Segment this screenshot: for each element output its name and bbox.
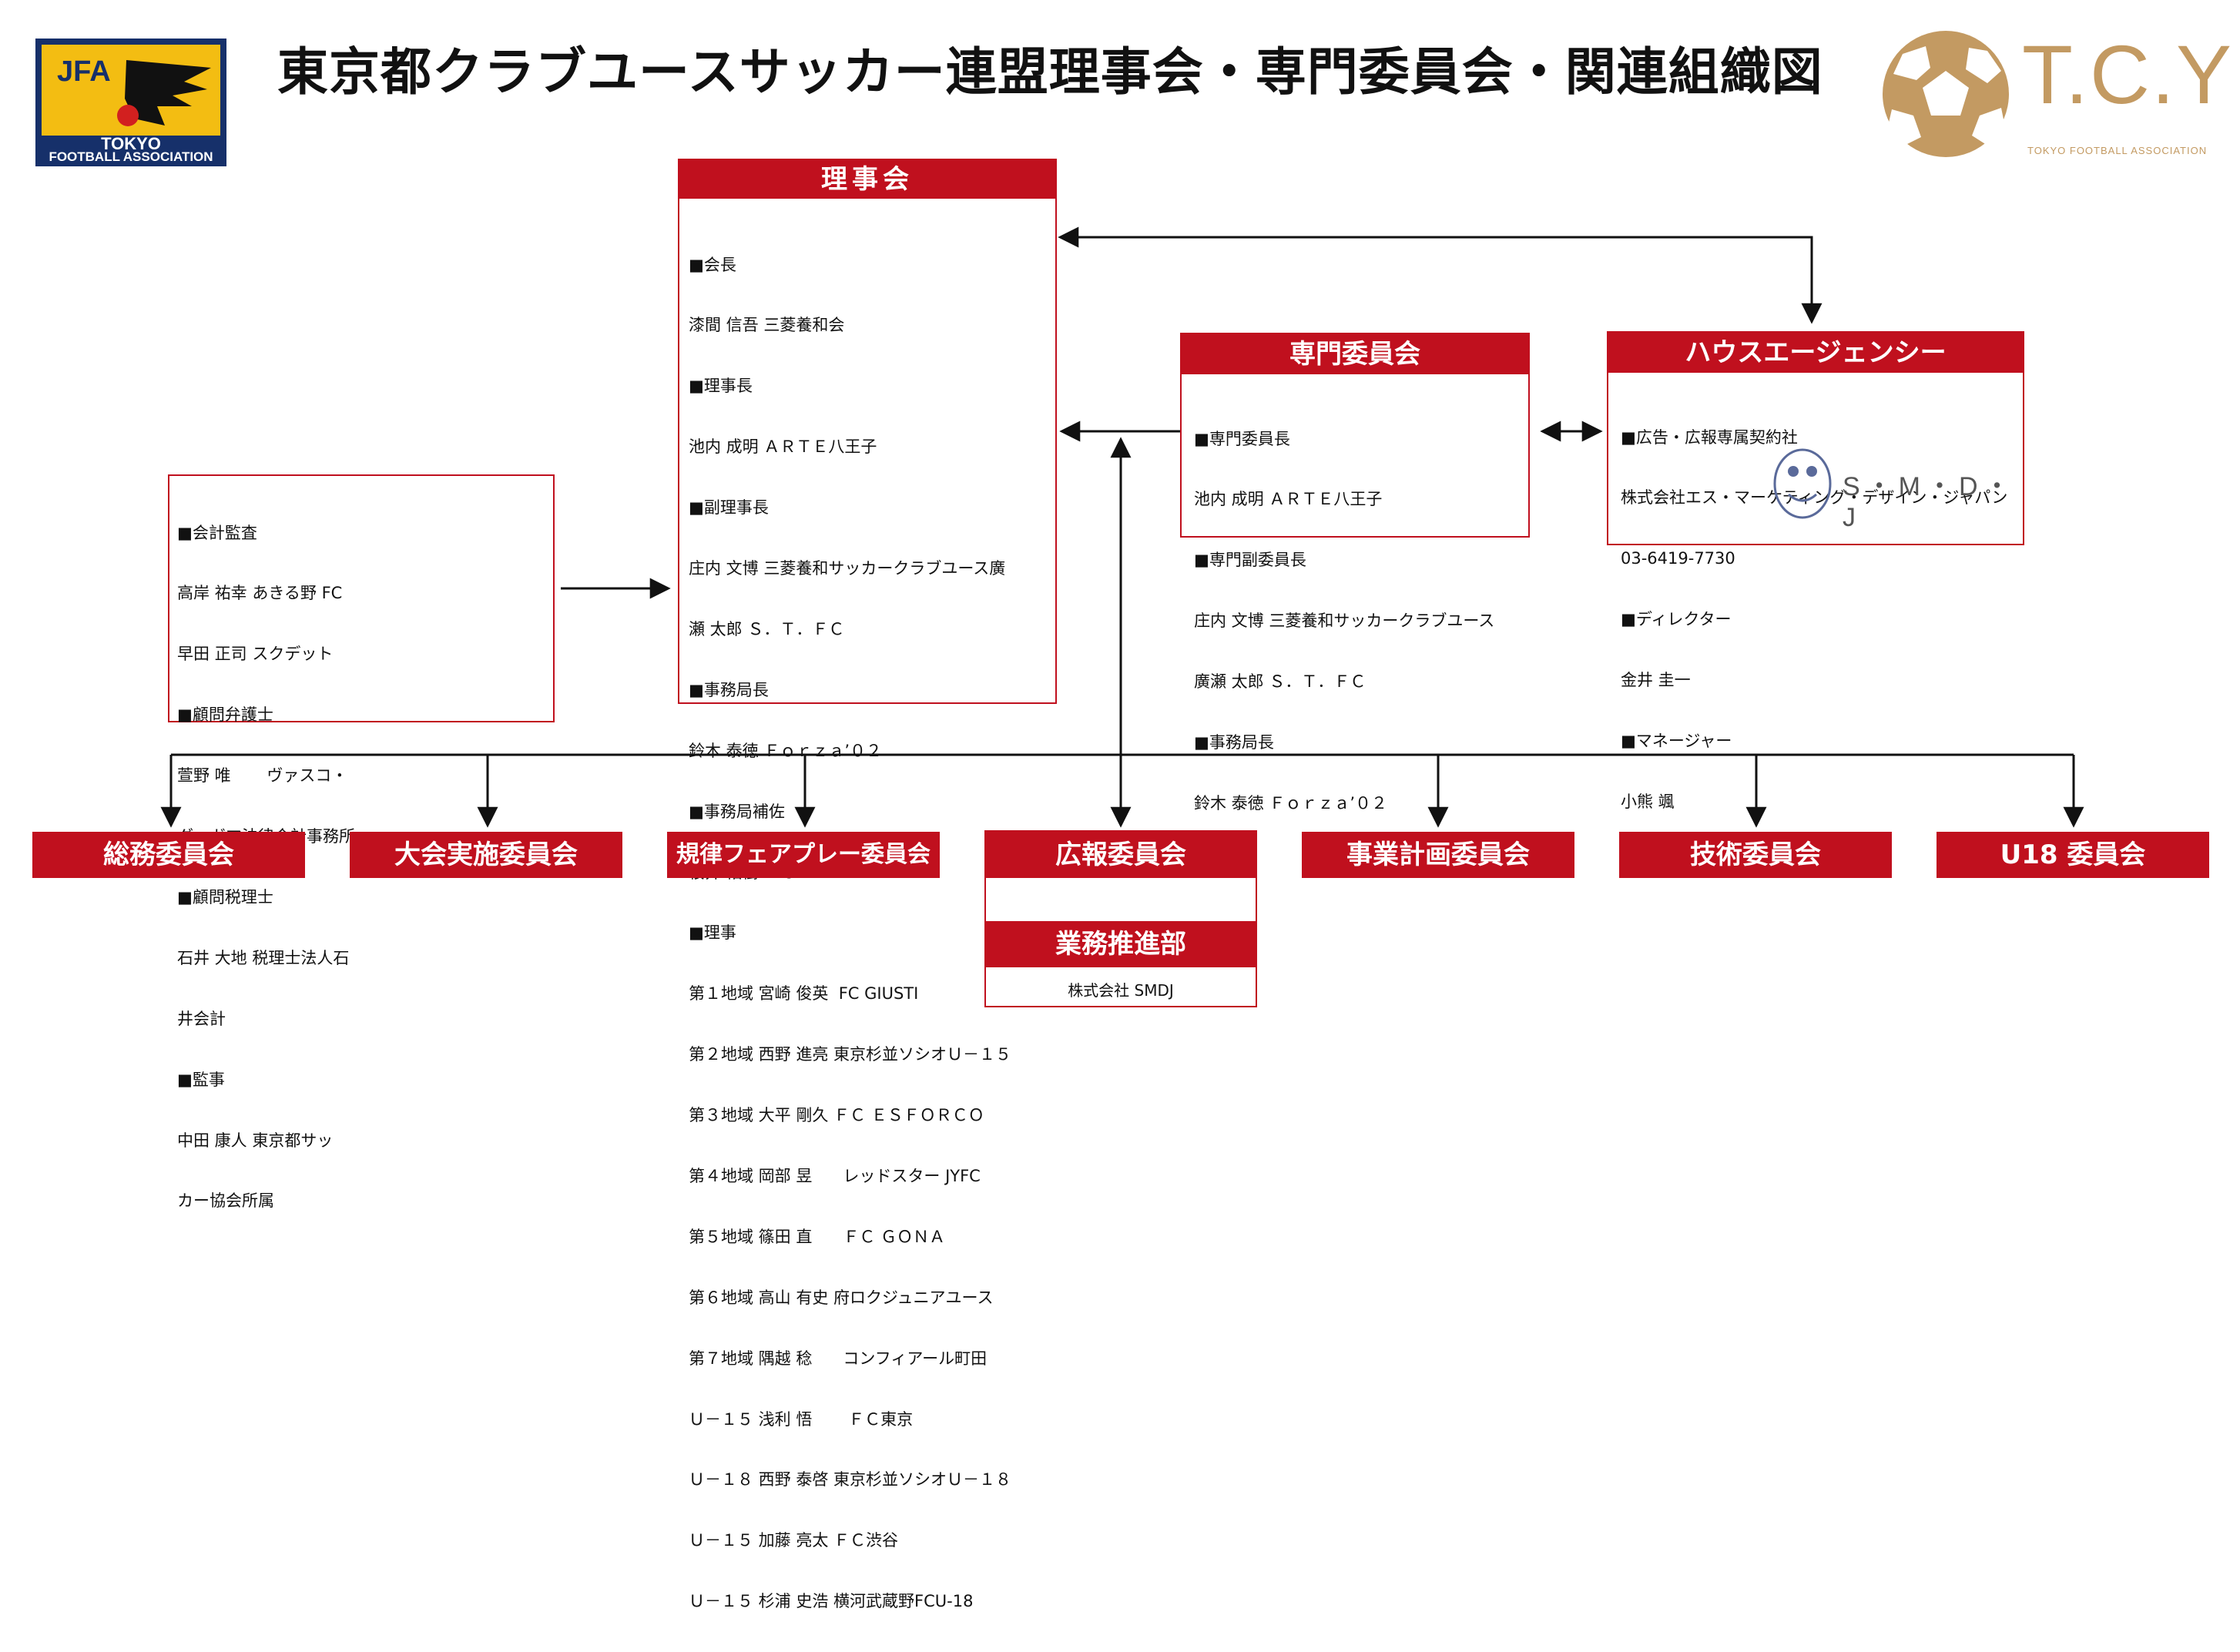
board-line: ■理事長: [689, 377, 753, 396]
committee-public-relations: 広報委員会: [986, 832, 1256, 878]
audit-line: 中田 康人 東京都サッ: [177, 1131, 334, 1150]
audit-line: 萱野 唯 ヴァスコ・: [177, 766, 348, 786]
board-line: 第６地域 高山 有史 府ロクジュニアユース: [689, 1288, 994, 1307]
audit-line: ■監事: [177, 1070, 225, 1089]
audit-line: ■会計監査: [177, 523, 257, 542]
audit-line: カー協会所属: [177, 1191, 274, 1211]
agency-line: 小熊 颯: [1621, 792, 1675, 811]
board-line: 第７地域 隅越 稔 コンフィアール町田: [689, 1349, 988, 1368]
jfa-logo-panel: JFA: [42, 45, 220, 136]
expert-line: 池内 成明 ＡＲＴＥ八王子: [1194, 490, 1383, 509]
expert-line: ■事務局長: [1194, 733, 1274, 752]
expert-committee-header: 専門委員会: [1182, 334, 1528, 374]
expert-line: 庄内 文博 三菱養和サッカークラブユース: [1194, 612, 1495, 631]
jfa-logo-mark: JFA: [57, 55, 111, 88]
board-line: 瀬 太郎 Ｓ．Ｔ．ＦＣ: [689, 619, 845, 638]
tcy-logo-tagline: TOKYO FOOTBALL ASSOCIATION: [2027, 145, 2208, 156]
expert-line: 廣瀬 太郎 Ｓ．Ｔ．ＦＣ: [1194, 672, 1366, 692]
agency-line: ■ディレクター: [1621, 610, 1732, 629]
board-line: ■事務局長: [689, 680, 769, 699]
board-line: 第１地域 宮崎 俊英 FC GIUSTI: [689, 984, 919, 1004]
board-line: 第５地域 篠田 直 ＦＣ ＧＯＮＡ: [689, 1227, 946, 1246]
board-line: ■会長: [689, 255, 736, 274]
page-title: 東京都クラブユースサッカー連盟理事会・専門委員会・関連組織図: [277, 42, 1823, 102]
board-box: 理事会 ■会長 漆間 信吾 三菱養和会 ■理事長 池内 成明 ＡＲＴＥ八王子 ■…: [678, 159, 1057, 1610]
agency-line: 03-6419-7730: [1621, 549, 1735, 568]
expert-line: ■専門副委員長: [1194, 551, 1306, 570]
jfa-logo-line2: FOOTBALL ASSOCIATION: [49, 149, 213, 164]
jfa-logo: JFA TOKYO FOOTBALL ASSOCIATION: [35, 39, 226, 166]
board-line: Ｕ－１５ 加藤 亮太 ＦＣ渋谷: [689, 1531, 899, 1550]
agency-line: 金井 圭一: [1621, 671, 1691, 690]
board-members: ■会長 漆間 信吾 三菱養和会 ■理事長 池内 成明 ＡＲＴＥ八王子 ■副理事長…: [689, 214, 1011, 1652]
business-promotion-company: 株式会社 SMDJ: [1068, 981, 1174, 1000]
pr-committee-group: 広報委員会 業務推進部 株式会社 SMDJ: [984, 830, 1257, 1007]
arrow-agency-to-board: [1058, 226, 1823, 324]
board-line: 第３地域 大平 剛久 ＦＣ ＥＳＦＯＲＣＯ: [689, 1106, 984, 1125]
board-line: 鈴木 泰徳 Ｆｏｒｚａ’０２: [689, 741, 883, 760]
audit-line: ■顧問税理士: [177, 887, 273, 906]
agency-line: 株式会社エス・マーケティング・デザイン・ジャパン: [1621, 488, 2008, 508]
committee-technical: 技術委員会: [1619, 832, 1892, 878]
board-line: 漆間 信吾 三菱養和会: [689, 316, 845, 335]
board-line: Ｕ－１５ 浅利 悟 ＦＣ東京: [689, 1409, 914, 1429]
expert-committee-box: 専門委員会 ■専門委員長 池内 成明 ＡＲＴＥ八王子 ■専門副委員長 庄内 文博…: [1180, 333, 1530, 813]
agency-line: ■広告・広報専属契約社: [1621, 427, 1798, 447]
board-line: 第２地域 西野 進亮 東京杉並ソシオＵ－１５: [689, 1045, 1012, 1064]
audit-line: 石井 大地 税理士法人石: [177, 948, 350, 967]
committee-u18: U18 委員会: [1937, 832, 2209, 878]
audit-line: 井会計: [177, 1009, 226, 1028]
expert-line: 鈴木 泰徳 Ｆｏｒｚａ’０２: [1194, 793, 1388, 813]
jfa-logo-line1: TOKYO: [101, 134, 161, 153]
audit-line: 高岸 祐幸 あきる野 FC: [177, 584, 343, 603]
house-agency-header: ハウスエージェンシー: [1608, 333, 2023, 373]
audit-line: ■顧問弁護士: [177, 705, 273, 725]
tcy-logo-mark: T.C.Y: [2022, 28, 2234, 121]
expert-committee-members: ■専門委員長 池内 成明 ＡＲＴＥ八王子 ■専門副委員長 庄内 文博 三菱養和サ…: [1194, 388, 1494, 854]
board-header: 理事会: [679, 160, 1055, 199]
board-line: ■理事: [689, 923, 736, 943]
committee-tournament: 大会実施委員会: [350, 832, 622, 878]
eagle-icon: [117, 60, 211, 126]
audit-box: ■会計監査 高岸 祐幸 あきる野 FC 早田 正司 スクデット ■顧問弁護士 萱…: [168, 474, 555, 1210]
smdj-logo-text: S・M・D・J: [1843, 472, 2017, 532]
connector-lines: [160, 226, 2084, 828]
house-agency-info: ■広告・広報専属契約社 株式会社エス・マーケティング・デザイン・ジャパン 03-…: [1621, 387, 2007, 853]
house-agency-box: ハウスエージェンシー ■広告・広報専属契約社 株式会社エス・マーケティング・デザ…: [1607, 331, 2024, 811]
board-line: ■副理事長: [689, 498, 769, 518]
expert-line: ■専門委員長: [1194, 429, 1290, 448]
business-promotion-header: 業務推進部: [986, 921, 1256, 967]
board-line: Ｕ－１５ 杉浦 史浩 横河武蔵野FCU-18: [689, 1592, 974, 1611]
smdj-emblem-icon: [1773, 448, 1832, 519]
board-line: ■事務局補佐: [689, 802, 785, 821]
board-line: 池内 成明 ＡＲＴＥ八王子: [689, 437, 877, 457]
agency-line: ■マネージャー: [1621, 732, 1732, 751]
committee-business-planning: 事業計画委員会: [1302, 832, 1574, 878]
board-line: 第４地域 岡部 昱 レッドスター JYFC: [689, 1166, 981, 1185]
board-line: 庄内 文博 三菱養和サッカークラブユース廣: [689, 559, 1006, 578]
board-line: Ｕ－１８ 西野 泰啓 東京杉並ソシオＵ－１８: [689, 1470, 1012, 1489]
committee-general-affairs: 総務委員会: [32, 832, 305, 878]
audit-line: 早田 正司 スクデット: [177, 645, 334, 664]
committee-fairplay: 規律フェアプレー委員会: [667, 832, 940, 878]
